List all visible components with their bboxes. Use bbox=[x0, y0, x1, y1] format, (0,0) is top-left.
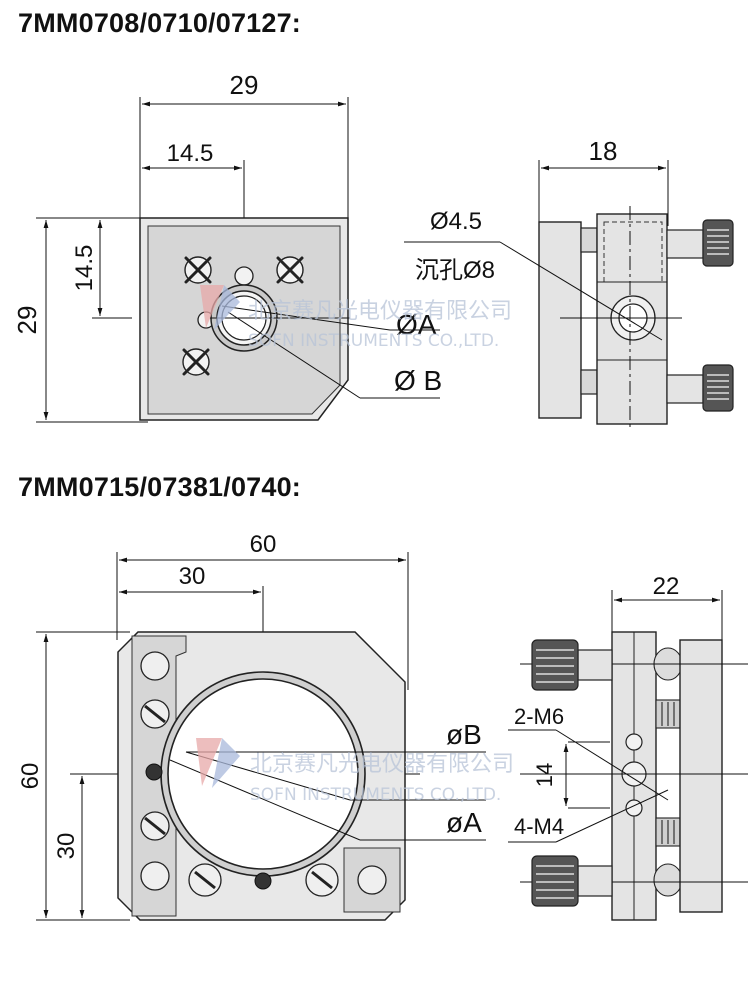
top-side-dim-depth: 18 bbox=[589, 136, 618, 166]
watermark-logo-icon bbox=[200, 285, 224, 328]
top-label-dia-b: Ø B bbox=[394, 365, 442, 396]
top-front-dim-width: 29 bbox=[230, 70, 259, 100]
watermark-en-bottom: SOFN INSTRUMENTS CO.,LTD. bbox=[250, 785, 501, 805]
watermark-cn-top: 北京赛凡光电仪器有限公司 bbox=[248, 299, 512, 324]
top-front-dim-half-height: 14.5 bbox=[71, 245, 98, 292]
watermark-en-top: SOFN INSTRUMENTS CO.,LTD. bbox=[248, 331, 499, 351]
bottom-front-dim-half-height: 30 bbox=[53, 833, 80, 860]
top-side-view: Ø4.5 沉孔Ø8 18 bbox=[404, 136, 734, 430]
bottom-side-view: 22 2-M6 4-M4 14 bbox=[508, 573, 748, 921]
bottom-front-dim-height: 60 bbox=[17, 763, 44, 790]
watermark-bottom: 北京赛凡光电仪器有限公司 SOFN INSTRUMENTS CO.,LTD. bbox=[196, 738, 514, 805]
bottom-label-dia-b: øB bbox=[446, 719, 482, 750]
bottom-front-view: 60 30 60 30 øB øA bbox=[17, 531, 486, 921]
top-label-dia-a: ØA bbox=[396, 309, 437, 340]
bottom-side-dim-depth: 22 bbox=[653, 573, 680, 600]
top-section-title: 7MM0708/0710/07127: bbox=[18, 8, 302, 38]
bottom-front-dim-width: 60 bbox=[250, 531, 277, 558]
top-front-dim-half-width: 14.5 bbox=[167, 140, 214, 167]
top-side-label-hole: Ø4.5 bbox=[430, 208, 482, 235]
bottom-side-dim-spacing: 14 bbox=[532, 763, 557, 787]
bottom-side-label-m6: 2-M6 bbox=[514, 704, 564, 729]
bottom-side-label-m4: 4-M4 bbox=[514, 814, 564, 839]
watermark-cn-bottom: 北京赛凡光电仪器有限公司 bbox=[250, 752, 514, 777]
top-side-label-counterbore: 沉孔Ø8 bbox=[415, 257, 495, 284]
watermark-logo-icon bbox=[196, 738, 222, 786]
bottom-section-title: 7MM0715/07381/0740: bbox=[18, 472, 302, 502]
watermark-top: 北京赛凡光电仪器有限公司 SOFN INSTRUMENTS CO.,LTD. bbox=[200, 285, 512, 351]
bottom-label-dia-a: øA bbox=[446, 807, 482, 838]
top-front-view: 29 14.5 29 14.5 ØA Ø B bbox=[12, 70, 442, 423]
bottom-front-dim-half-width: 30 bbox=[179, 563, 206, 590]
top-front-dim-height: 29 bbox=[12, 306, 42, 335]
